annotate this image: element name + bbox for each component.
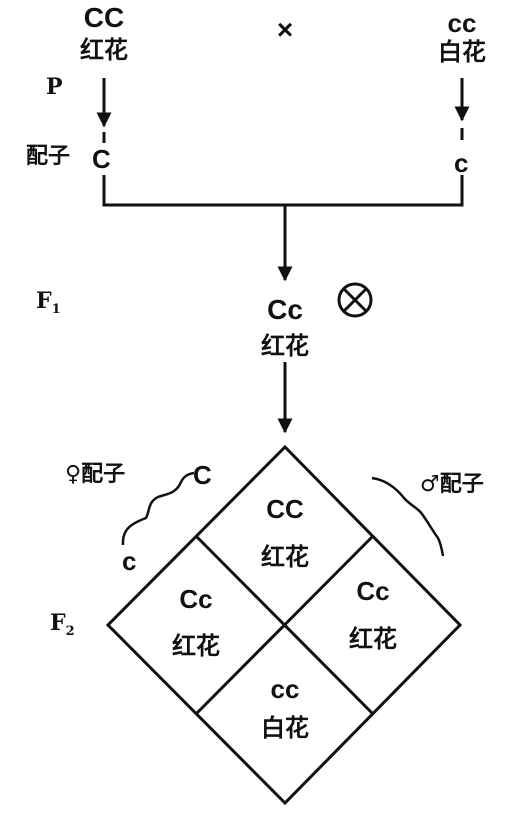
male-gamete-brace <box>371 476 445 557</box>
generation-label-f2: F2 <box>50 610 75 639</box>
f1-genotype: Cc <box>267 294 303 325</box>
female-symbol-icon: ♀ <box>65 462 82 487</box>
punnett-diamond <box>105 444 463 806</box>
right-parent-genotype: cc <box>447 8 477 38</box>
female-gamete-label: ♀配子 <box>65 462 126 487</box>
generation-label-f1: F1 <box>36 288 61 317</box>
male-symbol-icon: ♂ <box>420 472 440 497</box>
cell-left-genotype: Cc <box>179 584 213 614</box>
cell-left-phenotype: 红花 <box>172 632 220 660</box>
left-parent-genotype: CC <box>83 2 125 33</box>
left-parent-gamete: C <box>92 144 111 174</box>
female-gamete-top: C <box>193 460 212 490</box>
cross-symbol: × <box>276 14 294 45</box>
female-gamete-brace <box>121 471 195 546</box>
gamete-label: 配子 <box>26 144 71 169</box>
cell-right-phenotype: 红花 <box>349 625 397 653</box>
f1-phenotype: 红花 <box>261 332 309 360</box>
cell-top-phenotype: 红花 <box>261 543 309 571</box>
selfing-icon <box>337 282 373 318</box>
male-gamete-label: ♂配子 <box>420 472 484 497</box>
punnett-divider-2 <box>194 534 375 716</box>
female-gamete-bottom: c <box>122 546 137 576</box>
left-parent-phenotype: 红花 <box>80 36 128 64</box>
cell-right-genotype: Cc <box>356 576 390 606</box>
right-parent-gamete: c <box>454 148 469 178</box>
cell-bottom-phenotype: 白花 <box>261 714 309 742</box>
generation-label-p: P <box>46 74 63 100</box>
cell-bottom-genotype: cc <box>270 674 300 704</box>
right-parent-phenotype: 白花 <box>438 38 486 66</box>
cell-top-genotype: CC <box>266 494 304 524</box>
fusion-bracket <box>102 175 464 207</box>
